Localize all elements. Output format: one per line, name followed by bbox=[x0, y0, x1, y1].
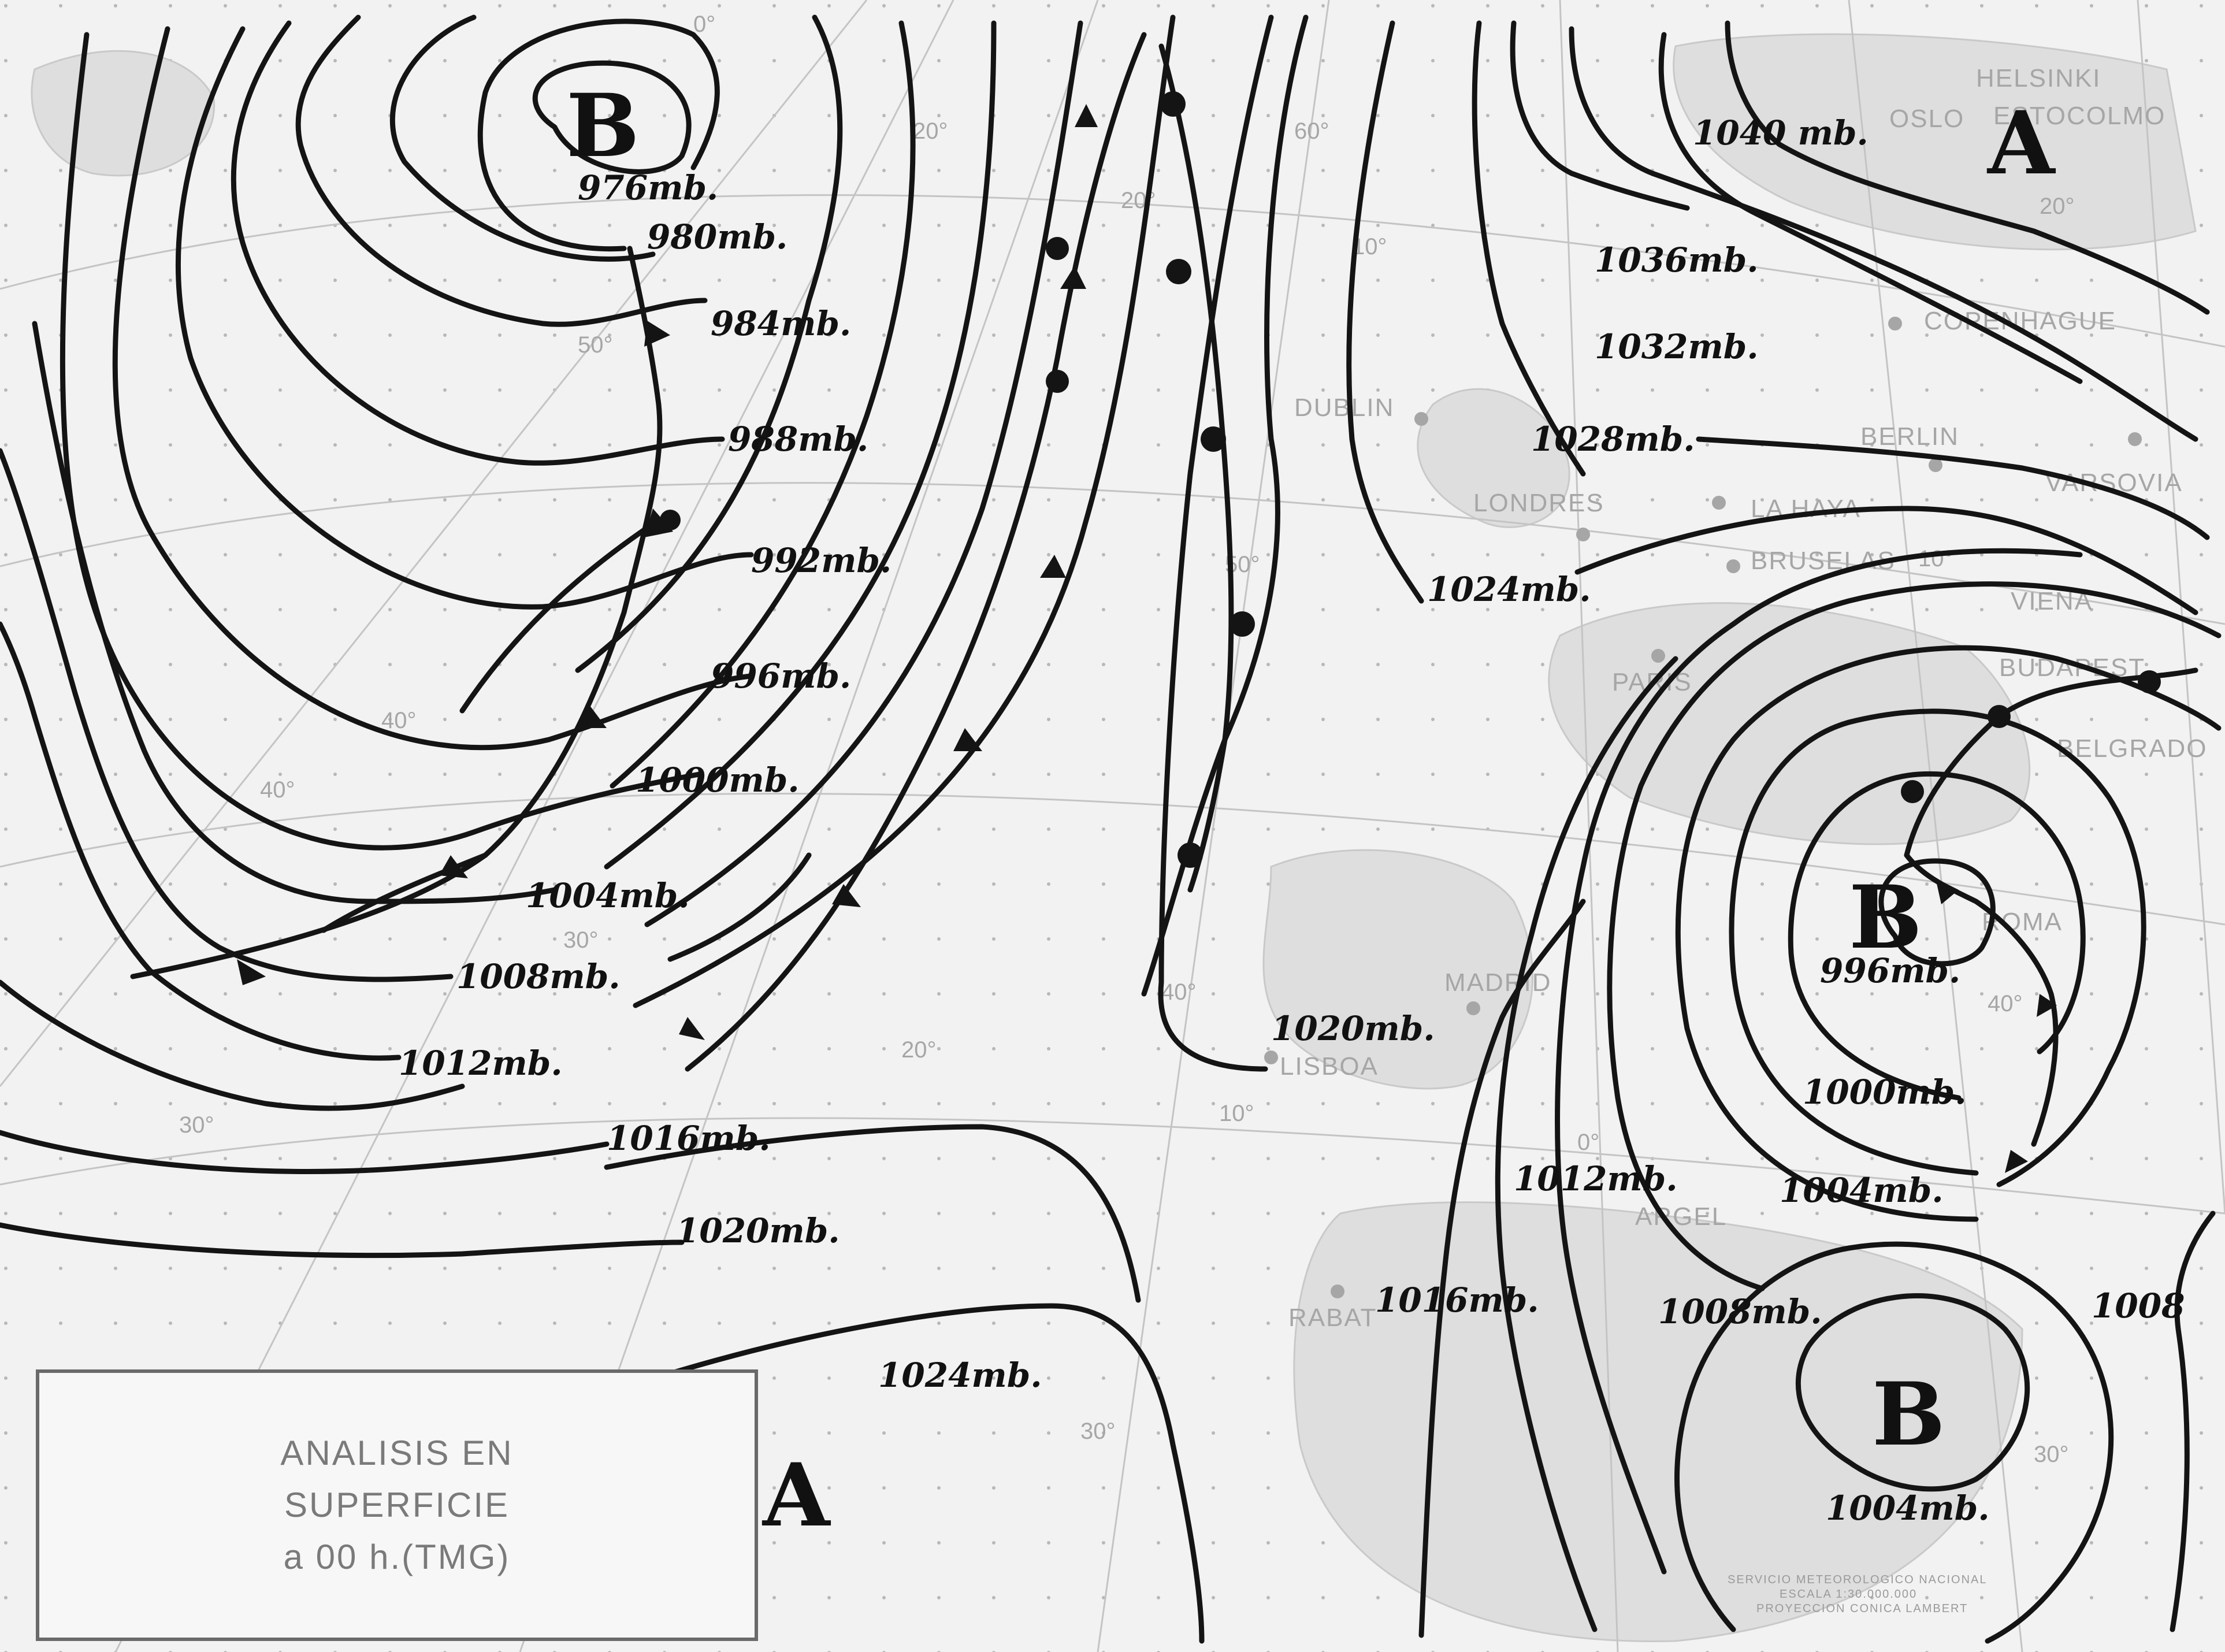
map-credit: SERVICIO METEOROLOGICO NACIONAL ESCALA 1… bbox=[1728, 1573, 1987, 1615]
svg-text:10°: 10° bbox=[1219, 1101, 1254, 1126]
svg-text:984mb.: 984mb. bbox=[711, 304, 851, 343]
legend-line-1: ANALISIS EN bbox=[280, 1434, 514, 1472]
pressure-centers: B 976mb. A 1040 mb. B 996mb. B 1004mb. A bbox=[566, 75, 2056, 1546]
svg-text:50°: 50° bbox=[578, 332, 613, 358]
svg-text:20°: 20° bbox=[901, 1037, 937, 1063]
svg-text:1000mb.: 1000mb. bbox=[636, 760, 800, 800]
svg-text:1004mb.: 1004mb. bbox=[526, 876, 690, 915]
svg-text:1016mb.: 1016mb. bbox=[1375, 1280, 1539, 1320]
svg-text:0°: 0° bbox=[693, 12, 715, 37]
isobar-labels: 980mb. 984mb. 988mb. 992mb. 996mb. 1000m… bbox=[399, 217, 2185, 1395]
svg-text:1020mb.: 1020mb. bbox=[1271, 1009, 1435, 1048]
svg-text:30°: 30° bbox=[1080, 1419, 1116, 1444]
cities: HELSINKI OSLO ESTOCOLMO COPENHAGUE DUBLI… bbox=[1264, 64, 2208, 1332]
high-center-label: A bbox=[762, 1445, 831, 1546]
isobars bbox=[0, 14, 2222, 1644]
svg-text:10°: 10° bbox=[1918, 546, 1953, 571]
svg-text:PROYECCION CONICA LAMBERT: PROYECCION CONICA LAMBERT bbox=[1756, 1602, 1968, 1615]
svg-text:980mb.: 980mb. bbox=[647, 217, 788, 257]
svg-text:30°: 30° bbox=[179, 1112, 214, 1138]
svg-text:40°: 40° bbox=[260, 777, 295, 803]
svg-text:0°: 0° bbox=[1577, 1130, 1599, 1155]
low-center-label: B bbox=[1872, 1364, 1945, 1465]
svg-text:1012mb.: 1012mb. bbox=[399, 1044, 563, 1083]
svg-text:996mb.: 996mb. bbox=[1820, 951, 1960, 990]
svg-text:988mb.: 988mb. bbox=[728, 420, 868, 459]
svg-text:1008mb.: 1008mb. bbox=[456, 957, 621, 996]
high-center-label: A bbox=[1986, 92, 2056, 194]
svg-text:BRUSELAS: BRUSELAS bbox=[1751, 547, 1896, 575]
svg-text:HELSINKI: HELSINKI bbox=[1976, 64, 2101, 92]
svg-text:BELGRADO: BELGRADO bbox=[2057, 734, 2208, 763]
svg-text:996mb.: 996mb. bbox=[711, 656, 851, 696]
svg-text:1036mb.: 1036mb. bbox=[1595, 240, 1759, 280]
svg-text:20°: 20° bbox=[913, 118, 948, 144]
svg-text:1008mb.: 1008mb. bbox=[1658, 1292, 1822, 1331]
svg-text:1028mb.: 1028mb. bbox=[1531, 420, 1695, 459]
svg-text:40°: 40° bbox=[1161, 979, 1197, 1005]
svg-text:LONDRES: LONDRES bbox=[1473, 489, 1604, 517]
svg-text:40°: 40° bbox=[381, 708, 417, 733]
svg-text:ESTOCOLMO: ESTOCOLMO bbox=[1993, 102, 2165, 130]
svg-text:ARGEL: ARGEL bbox=[1635, 1202, 1727, 1231]
svg-text:1008: 1008 bbox=[2092, 1286, 2185, 1326]
svg-text:1024mb.: 1024mb. bbox=[1427, 570, 1591, 609]
legend-line-2: SUPERFICIE bbox=[284, 1486, 510, 1524]
low-center-label: B bbox=[566, 75, 640, 177]
svg-text:SERVICIO METEOROLOGICO NACIONA: SERVICIO METEOROLOGICO NACIONAL bbox=[1728, 1573, 1987, 1586]
land-masses bbox=[31, 33, 2197, 1642]
svg-text:1020mb.: 1020mb. bbox=[676, 1211, 840, 1250]
svg-text:1032mb.: 1032mb. bbox=[1595, 327, 1759, 366]
svg-text:60°: 60° bbox=[1294, 118, 1329, 144]
svg-text:1004mb.: 1004mb. bbox=[1826, 1488, 1990, 1528]
svg-text:BERLIN: BERLIN bbox=[1860, 422, 1959, 451]
svg-text:OSLO: OSLO bbox=[1889, 105, 1964, 133]
fronts bbox=[130, 32, 2198, 1173]
svg-text:LISBOA: LISBOA bbox=[1280, 1052, 1379, 1081]
svg-text:40°: 40° bbox=[1988, 991, 2023, 1016]
svg-text:DUBLIN: DUBLIN bbox=[1294, 393, 1394, 422]
svg-text:30°: 30° bbox=[563, 927, 599, 953]
svg-text:30°: 30° bbox=[2034, 1442, 2069, 1467]
low-center-label: B bbox=[1849, 867, 1922, 968]
svg-text:20°: 20° bbox=[2040, 194, 2075, 219]
svg-text:976mb.: 976mb. bbox=[578, 168, 718, 207]
legend-line-3: a 00 h.(TMG) bbox=[283, 1538, 511, 1576]
legend-box: ANALISIS EN SUPERFICIE a 00 h.(TMG) bbox=[36, 1369, 758, 1641]
svg-text:ESCALA 1:30.000.000: ESCALA 1:30.000.000 bbox=[1780, 1588, 1917, 1601]
svg-text:MADRID: MADRID bbox=[1444, 968, 1552, 997]
svg-text:1016mb.: 1016mb. bbox=[607, 1119, 771, 1158]
svg-text:1024mb.: 1024mb. bbox=[878, 1356, 1042, 1395]
svg-text:992mb.: 992mb. bbox=[751, 541, 892, 580]
svg-text:1000mb.: 1000mb. bbox=[1803, 1072, 1967, 1112]
svg-text:RABAT: RABAT bbox=[1288, 1304, 1377, 1332]
svg-text:1012mb.: 1012mb. bbox=[1514, 1159, 1678, 1198]
svg-text:1004mb.: 1004mb. bbox=[1780, 1171, 1944, 1210]
svg-text:1040 mb.: 1040 mb. bbox=[1693, 113, 1869, 153]
